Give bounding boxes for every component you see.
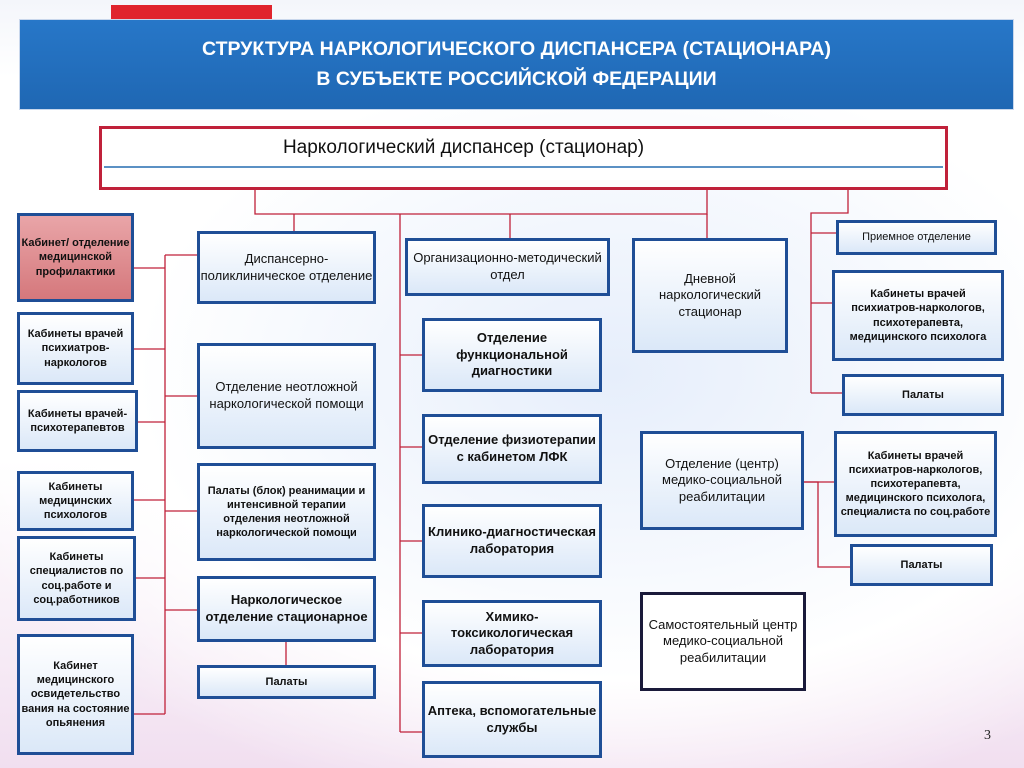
node-day-doctors-offices-label: Кабинеты врачей психиатров-наркологов, п…: [849, 288, 987, 343]
page-number: 3: [984, 728, 991, 743]
node-rehab-dept: Отделение (центр) медико-социальной реаб…: [640, 431, 804, 530]
title-banner: СТРУКТУРА НАРКОЛОГИЧЕСКОГО ДИСПАНСЕРА (С…: [20, 20, 1013, 109]
node-rehab-doctors-offices: Кабинеты врачей психиатров-наркологов, п…: [834, 431, 997, 537]
node-pharmacy-label: Аптека, вспомогательные службы: [427, 702, 597, 735]
node-rehab-doctors-offices-label: Кабинеты врачей психиатров-наркологов, п…: [840, 449, 991, 519]
node-methodical-dept-label: Организационно-методический отдел: [413, 250, 602, 282]
root-label: Наркологический диспансер (стационар): [282, 137, 645, 158]
node-clinical-lab-label: Клинико-диагностическая лаборатория: [428, 524, 596, 556]
node-functional-diagnostics: Отделение функциональной диагностики: [422, 318, 602, 392]
node-icu-wards-label: Палаты (блок) реанимации и интенсивной т…: [207, 484, 366, 540]
node-dispensary-dept: Диспансерно-поликлиническое отделение: [197, 231, 376, 304]
red-accent-bar: [111, 5, 272, 21]
node-day-doctors-offices: Кабинеты врачей психиатров-наркологов, п…: [832, 270, 1004, 361]
node-psychologist-offices-label: Кабинеты медицинских психологов: [39, 480, 112, 522]
node-functional-diagnostics-label: Отделение функциональной диагностики: [456, 330, 568, 379]
node-clinical-lab: Клинико-диагностическая лаборатория: [422, 504, 602, 578]
node-social-work-offices: Кабинеты специалистов по соц.работе и со…: [17, 536, 136, 621]
node-methodical-dept: Организационно-методический отдел: [405, 238, 610, 296]
node-day-wards-label: Палаты: [902, 388, 944, 401]
node-admission: Приемное отделение: [836, 220, 997, 255]
node-toxicology-lab-label: Химико-токсикологическая лаборатория: [450, 608, 574, 657]
node-toxicology-lab: Химико-токсикологическая лаборатория: [422, 600, 602, 667]
node-physiotherapy-label: Отделение физиотерапии с кабинетом ЛФК: [428, 432, 596, 464]
node-rehab-wards: Палаты: [850, 544, 993, 586]
node-icu-wards: Палаты (блок) реанимации и интенсивной т…: [197, 463, 376, 561]
node-physiotherapy: Отделение физиотерапии с кабинетом ЛФК: [422, 414, 602, 484]
root-node: Наркологический диспансер (стационар): [99, 126, 948, 190]
node-prevention-office: Кабинет/ отделение медицинской профилакт…: [17, 213, 134, 302]
title-line-1: СТРУКТУРА НАРКОЛОГИЧЕСКОГО ДИСПАНСЕРА (С…: [202, 38, 831, 60]
node-psychologist-offices: Кабинеты медицинских психологов: [17, 471, 134, 531]
node-narcologist-offices: Кабинеты врачей психиатров-наркологов: [17, 312, 134, 385]
node-inpatient-wards: Палаты: [197, 665, 376, 699]
node-emergency-dept: Отделение неотложной наркологической пом…: [197, 343, 376, 449]
node-dispensary-dept-label: Диспансерно-поликлиническое отделение: [200, 250, 373, 283]
node-day-hospital: Дневной наркологический стационар: [632, 238, 788, 353]
node-prevention-office-label: Кабинет/ отделение медицинской профилакт…: [21, 237, 130, 278]
node-rehab-dept-label: Отделение (центр) медико-социальной реаб…: [662, 455, 782, 504]
node-inpatient-wards-label: Палаты: [265, 675, 308, 688]
title-line-2: В СУБЪЕКТЕ РОССИЙСКОЙ ФЕДЕРАЦИИ: [316, 68, 717, 90]
node-examination-office-label: Кабинет медицинского освидетельство вани…: [21, 660, 130, 729]
node-admission-label: Приемное отделение: [862, 231, 971, 244]
node-inpatient-dept: Наркологическое отделение стационарное: [197, 576, 376, 642]
node-psychotherapist-offices-label: Кабинеты врачей-психотерапевтов: [27, 407, 128, 434]
node-examination-office: Кабинет медицинского освидетельство вани…: [17, 634, 134, 755]
node-pharmacy: Аптека, вспомогательные службы: [422, 681, 602, 758]
node-day-wards: Палаты: [842, 374, 1004, 416]
root-divider: [104, 166, 943, 168]
node-rehab-center-label: Самостоятельный центр медико-социальной …: [648, 616, 798, 665]
node-rehab-center: Самостоятельный центр медико-социальной …: [640, 592, 806, 691]
node-psychotherapist-offices: Кабинеты врачей-психотерапевтов: [17, 390, 138, 452]
node-social-work-offices-label: Кабинеты специалистов по соц.работе и со…: [29, 551, 124, 606]
node-day-hospital-label: Дневной наркологический стационар: [658, 270, 762, 319]
node-inpatient-dept-label: Наркологическое отделение стационарное: [205, 592, 368, 624]
node-narcologist-offices-label: Кабинеты врачей психиатров-наркологов: [27, 328, 124, 369]
node-emergency-dept-label: Отделение неотложной наркологической пом…: [209, 379, 364, 411]
node-rehab-wards-label: Палаты: [900, 558, 943, 571]
